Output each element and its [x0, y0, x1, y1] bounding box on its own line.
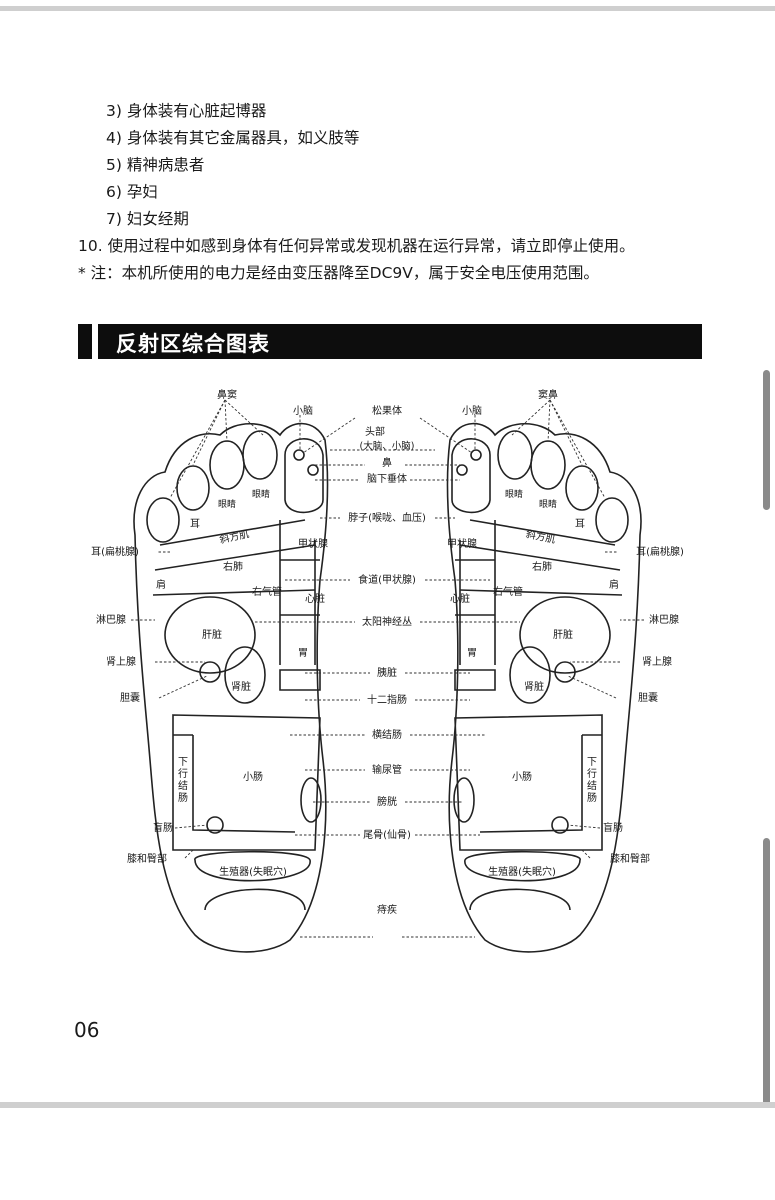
lf-liver: 肝脏	[202, 628, 222, 641]
rf-thyroid: 甲状腺	[447, 537, 477, 550]
label-pancreas: 胰脏	[377, 666, 397, 679]
label-knee-left: 膝和臀部	[127, 852, 167, 865]
lf-small-intestine: 小肠	[243, 771, 263, 783]
label-esophagus: 食道(甲状腺)	[358, 573, 416, 586]
label-appendix-right: 盲肠	[603, 821, 623, 834]
label-knee-right: 膝和臀部	[610, 852, 650, 865]
label-cerebellum-right: 小脑	[462, 404, 482, 417]
label-gallbladder-right: 胆囊	[638, 691, 658, 704]
descending-colon-char: 行	[178, 767, 188, 780]
descending-colon-char: 结	[178, 779, 188, 792]
leader-lines	[131, 399, 644, 938]
label-sinus-right: 窦鼻	[538, 388, 558, 401]
label-coccyx: 尾骨(仙骨)	[363, 828, 411, 841]
label-pituitary: 脑下垂体	[367, 472, 407, 485]
precaution-list: 3) 身体装有心脏起博器 4) 身体装有其它金属器具，如义肢等 5) 精神病患者…	[78, 98, 635, 287]
rf-ear: 耳	[575, 518, 585, 530]
lf-kidney: 肾脏	[231, 680, 251, 693]
label-shoulder-right: 肩	[609, 578, 619, 591]
rf-small-intestine: 小肠	[512, 771, 532, 783]
lf-eye2: 眼睛	[252, 489, 270, 500]
rf-heart: 心脏	[450, 592, 470, 605]
rf-eye2: 眼睛	[505, 489, 523, 500]
label-head-sub: (大脑、小脑)	[360, 440, 415, 452]
note-text: * 注：本机所使用的电力是经由变压器降至DC9V，属于安全电压使用范围。	[78, 264, 599, 282]
rf-genital: 生殖器(失眠穴)	[488, 865, 556, 878]
rf-eye1: 眼睛	[539, 499, 557, 510]
label-shoulder-left: 肩	[156, 578, 166, 591]
lf-descending-colon: 下行结肠	[178, 757, 188, 804]
list-item: 5) 精神病患者	[106, 156, 205, 174]
lf-trapezius: 斜方肌	[218, 527, 250, 546]
rf-stomach: 胃	[467, 647, 477, 659]
rf-trapezius: 斜方肌	[525, 527, 557, 546]
lf-heart: 心脏	[305, 592, 325, 605]
label-cerebellum-left: 小脑	[293, 404, 313, 417]
label-hemorrhoids: 痔疾	[377, 903, 397, 916]
list-item: 10. 使用过程中如感到身体有任何异常或发现机器在运行异常，请立即停止使用。	[78, 237, 635, 255]
descending-colon-char: 行	[587, 767, 597, 780]
label-gallbladder-left: 胆囊	[120, 691, 140, 704]
descending-colon-char: 下	[587, 757, 597, 768]
header-marker	[78, 324, 92, 359]
list-item: 3) 身体装有心脏起博器	[106, 102, 267, 120]
scrollbar-thumb-lower[interactable]	[763, 838, 770, 1108]
label-nose: 鼻	[382, 456, 392, 469]
section-title: 反射区综合图表	[116, 332, 270, 356]
label-lymph-right: 淋巴腺	[649, 613, 679, 626]
label-adrenal-left: 肾上腺	[106, 655, 136, 668]
list-item: 6) 孕妇	[106, 183, 158, 201]
lf-lung: 右肺	[223, 560, 243, 573]
label-transverse-colon: 横结肠	[372, 728, 402, 741]
rf-kidney: 肾脏	[524, 680, 544, 693]
label-adrenal-right: 肾上腺	[642, 655, 672, 668]
foot-reflexology-diagram: 鼻窦 窦鼻 小脑 小脑 松果体 头部 (大脑、小脑) 鼻 脑下垂体 脖子(喉咙、…	[91, 388, 684, 953]
descending-colon-labels: 下行结肠 下行结肠	[178, 757, 597, 804]
page-number: 06	[74, 1018, 100, 1042]
label-appendix-left: 盲肠	[153, 821, 173, 834]
label-ear-left: 耳(扁桃腺)	[91, 545, 139, 558]
label-lymph-left: 淋巴腺	[96, 613, 126, 626]
lf-thyroid: 甲状腺	[298, 537, 328, 550]
section-header: 反射区综合图表	[78, 324, 702, 359]
label-head: 头部	[365, 425, 385, 438]
lf-trachea: 右气管	[252, 585, 282, 598]
label-bladder: 膀胱	[377, 795, 397, 808]
lf-stomach: 胃	[298, 647, 308, 659]
lf-ear: 耳	[190, 518, 200, 530]
lf-eye1: 眼睛	[218, 499, 236, 510]
rf-descending-colon: 下行结肠	[587, 757, 597, 804]
left-foot-labels: 眼睛 眼睛 耳 斜方肌 甲状腺 右肺 右气管 心脏 肝脏 胃 肾脏 小肠 生殖器…	[190, 489, 328, 878]
descending-colon-char: 肠	[587, 792, 597, 804]
scrollbar-thumb[interactable]	[763, 370, 770, 510]
descending-colon-char: 下	[178, 757, 188, 768]
descending-colon-char: 肠	[178, 792, 188, 804]
label-duodenum: 十二指肠	[367, 693, 407, 706]
rf-liver: 肝脏	[553, 628, 573, 641]
bottom-separator	[0, 1102, 775, 1108]
label-sinus-left: 鼻窦	[217, 388, 237, 401]
lf-genital: 生殖器(失眠穴)	[219, 865, 287, 878]
list-item: 4) 身体装有其它金属器具，如义肢等	[106, 129, 360, 147]
label-neck: 脖子(喉咙、血压)	[348, 511, 426, 524]
label-solar-plexus: 太阳神经丛	[362, 615, 412, 628]
descending-colon-char: 结	[587, 779, 597, 792]
rf-trachea: 右气管	[493, 585, 523, 598]
top-separator	[0, 6, 775, 11]
list-item: 7) 妇女经期	[106, 210, 189, 228]
right-foot-labels: 眼睛 眼睛 耳 斜方肌 甲状腺 右肺 右气管 心脏 肝脏 胃 肾脏 小肠 生殖器…	[447, 489, 585, 878]
label-ureter: 输尿管	[372, 763, 402, 776]
rf-lung: 右肺	[532, 560, 552, 573]
label-ear-right: 耳(扁桃腺)	[636, 545, 684, 558]
label-pineal: 松果体	[372, 404, 402, 417]
